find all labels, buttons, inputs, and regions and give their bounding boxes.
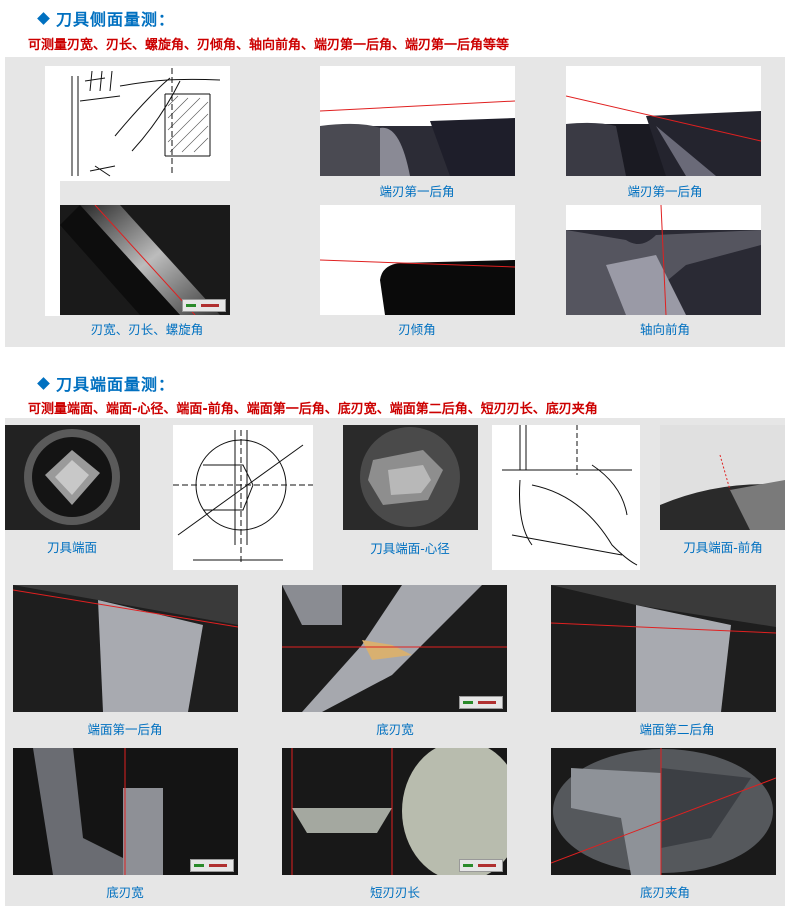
photo-end-clearance-1a [320, 66, 515, 176]
photo-bottom-angle [551, 748, 776, 875]
photo-end-face-rake [660, 425, 785, 530]
photo-face-clearance-1 [13, 585, 238, 712]
caption-end-face: 刀具端面 [46, 540, 97, 555]
photo-end-face [5, 425, 140, 530]
section1-subtitle: 可测量刃宽、刃长、螺旋角、刃倾角、轴向前角、端刃第一后角、端刃第一后角等等 [28, 38, 510, 53]
section2-title: 刀具端面量测： [56, 375, 176, 394]
caption-bottom-width-2: 底刃宽 [106, 885, 144, 900]
section2-panel: 刀具端面 刀具端面-心径 [5, 418, 785, 906]
caption-bottom-angle: 底刃夹角 [639, 885, 690, 900]
measurement-scale-icon [459, 696, 503, 709]
section1-title: 刀具侧面量测： [56, 10, 176, 29]
photo-short-edge-length [282, 748, 507, 875]
end-face-drawing [173, 425, 313, 570]
section2-header: 刀具端面量测： 可测量端面、端面-心径、端面-前角、端面第一后角、底刃宽、端面第… [0, 365, 790, 420]
photo-axial-rake [566, 205, 761, 315]
photo-end-clearance-1b [566, 66, 761, 176]
caption-bottom-width-1: 底刃宽 [376, 722, 414, 737]
bullet-diamond-icon [37, 12, 50, 25]
bullet-diamond-icon [37, 377, 50, 390]
caption-short-edge-length: 短刃刃长 [369, 885, 420, 900]
caption-end-face-core: 刀具端面-心径 [370, 541, 450, 556]
caption-end-clearance-1b: 端刃第一后角 [627, 184, 703, 199]
caption-end-clearance-1a: 端刃第一后角 [379, 184, 455, 199]
measurement-scale-icon [190, 859, 234, 872]
photo-inclination [320, 205, 515, 315]
caption-width-length-helix: 刃宽、刃长、螺旋角 [90, 322, 204, 337]
section1-panel: 刃宽、刃长、螺旋角 端刃第一后角 端刃第一后角 刃倾角 [5, 57, 785, 347]
photo-bottom-width-1 [282, 585, 507, 712]
caption-inclination: 刃倾角 [398, 322, 436, 337]
caption-axial-rake: 轴向前角 [639, 322, 690, 337]
measurement-scale-icon [182, 299, 226, 312]
photo-face-clearance-2 [551, 585, 776, 712]
measurement-scale-icon [459, 859, 503, 872]
section2-subtitle: 可测量端面、端面-心径、端面-前角、端面第一后角、底刃宽、端面第二后角、短刃刃长… [28, 402, 598, 417]
photo-bottom-width-2 [13, 748, 238, 875]
caption-face-clearance-1: 端面第一后角 [87, 722, 163, 737]
caption-end-face-rake: 刀具端面-前角 [683, 540, 763, 555]
photo-end-face-core [343, 425, 478, 530]
drawing-margin [45, 66, 60, 316]
photo-width-length-helix [60, 205, 230, 315]
side-profile-drawing [60, 66, 230, 181]
rake-angle-drawing [492, 425, 640, 570]
caption-face-clearance-2: 端面第二后角 [639, 722, 715, 737]
section1-header: 刀具侧面量测： 可测量刃宽、刃长、螺旋角、刃倾角、轴向前角、端刃第一后角、端刃第… [0, 0, 790, 60]
